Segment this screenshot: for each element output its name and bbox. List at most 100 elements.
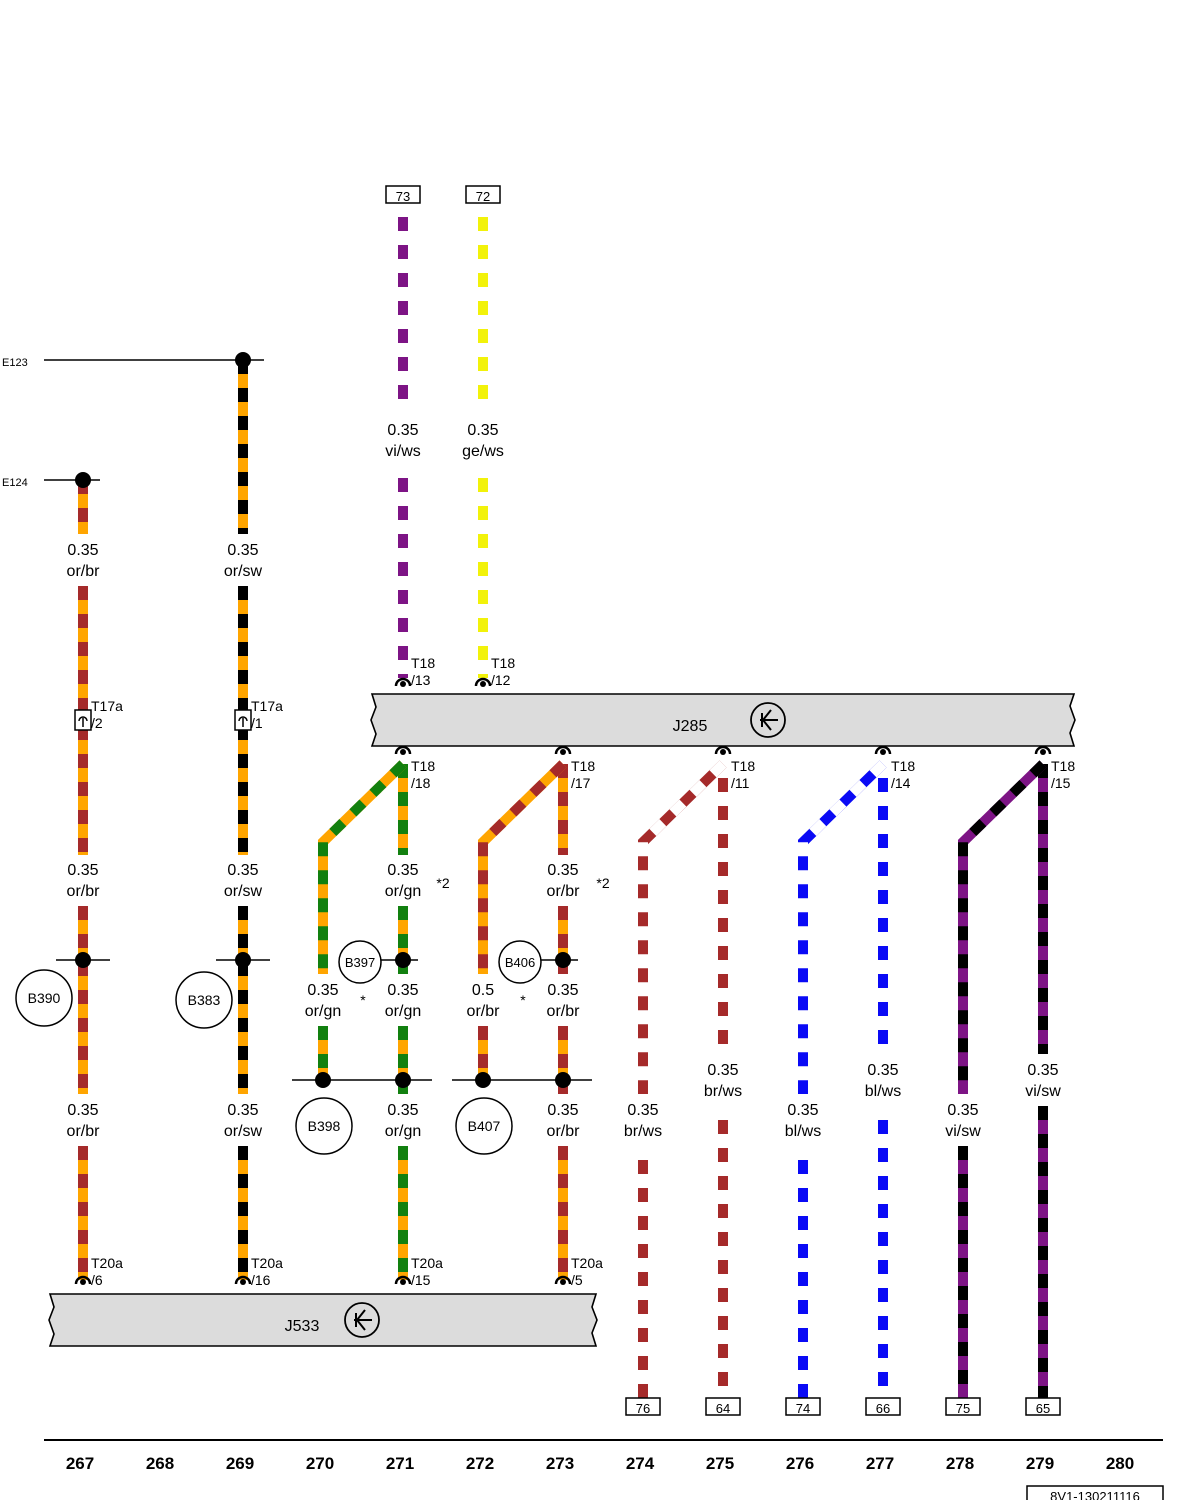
junction-dot [395,952,411,968]
wire-size: 0.35 [547,862,578,879]
wire-color: or/br [67,563,101,580]
track-number: 278 [946,1454,974,1473]
wire-size: 0.35 [627,1102,658,1119]
wire-size: 0.35 [67,862,98,879]
connector-name: T20a [91,1255,123,1271]
junction-dot [315,1072,331,1088]
wire-color: or/gn [305,1003,341,1020]
wire-size: 0.35 [227,542,258,559]
terminal-76 [625,1397,661,1416]
connector-pin: /1 [251,715,263,731]
junction-dot [235,952,251,968]
wire-vi-sw [958,760,1047,1094]
connector-name: T18 [731,758,755,774]
connector-label: T18/14 [891,758,915,791]
wire-color: vi/ws [385,443,421,460]
connector-pin: /15 [411,1272,431,1288]
terminal-64-label: 64 [716,1401,730,1416]
connector-pin: /11 [731,775,750,791]
splice-circle: B406 [498,940,542,984]
connector-name: T20a [571,1255,603,1271]
wire-spec: 0.35 or/br [67,862,101,900]
wire-size: 0.5 [472,982,494,999]
connector-pin-icon [874,745,892,755]
connector-name: T18 [571,758,595,774]
track-number: 279 [1026,1454,1054,1473]
wire-size: 0.35 [387,1102,418,1119]
junction-dot [475,1072,491,1088]
note-star: * [520,992,526,1008]
connector-name: T18 [891,758,915,774]
splice-circle: B390 [15,969,73,1027]
connector-pin: /2 [91,715,103,731]
connector-name: T20a [251,1255,283,1271]
wire-size: 0.35 [227,862,258,879]
connector-pin: /15 [1051,775,1071,791]
connector-pin-icon [394,677,412,687]
svg-text:B397: B397 [345,955,375,970]
connector-label: T20a/6 [91,1255,123,1288]
svg-text:B390: B390 [28,990,61,1006]
terminal-73-label: 73 [396,189,410,204]
wire-color: or/br [67,883,101,900]
connector-name: T17a [251,698,283,714]
splice-circle: B407 [455,1097,513,1155]
track-number: 269 [226,1454,254,1473]
wire-color: or/sw [224,1123,263,1140]
junction-dot [235,352,251,368]
e123-label: E123 [2,357,28,369]
connector-label: T20a/15 [411,1255,443,1288]
module-j533-body [48,1293,598,1347]
track-number: 276 [786,1454,814,1473]
note-star2: *2 [596,875,609,891]
wire-color: or/br [547,1123,581,1140]
connector-label: T18/13 [411,655,435,688]
wire-color: vi/sw [1025,1083,1061,1100]
wire-color: bl/ws [785,1123,821,1140]
connector-pin: /14 [891,775,911,791]
wire-size: 0.35 [947,1102,978,1119]
terminal-76-label: 76 [636,1401,650,1416]
wire-color: or/br [467,1003,501,1020]
svg-text:B407: B407 [468,1118,501,1134]
wire-spec: 0.35 vi/sw [945,1102,981,1140]
svg-text:B406: B406 [505,955,535,970]
terminal-74 [785,1397,821,1416]
track-number: 280 [1106,1454,1134,1473]
connector-label: T18/15 [1051,758,1075,791]
track-number: 277 [866,1454,894,1473]
wire-size: 0.35 [67,542,98,559]
connector-pin-icon [394,1275,412,1285]
wire-color: or/br [547,1003,581,1020]
wire-color: vi/sw [945,1123,981,1140]
wire-or-br [478,760,567,974]
wire-size: 0.35 [387,422,418,439]
note-star2: *2 [436,875,449,891]
terminal-72-label: 72 [476,189,490,204]
track-number: 273 [546,1454,574,1473]
track-number: 274 [626,1454,655,1473]
terminal-73 [385,185,421,204]
ground-symbol-icon [344,1302,380,1338]
track-number: 272 [466,1454,494,1473]
connector-pin: /16 [251,1272,271,1288]
wire-size: 0.35 [387,862,418,879]
connector-label: T17a/1 [251,698,283,731]
wire-size: 0.35 [307,982,338,999]
connector-pin: /17 [571,775,591,791]
junction-dot [555,952,571,968]
splice-circle: B398 [295,1097,353,1155]
track-number: 271 [386,1454,414,1473]
wire-size: 0.35 [387,982,418,999]
terminal-75 [945,1397,981,1416]
